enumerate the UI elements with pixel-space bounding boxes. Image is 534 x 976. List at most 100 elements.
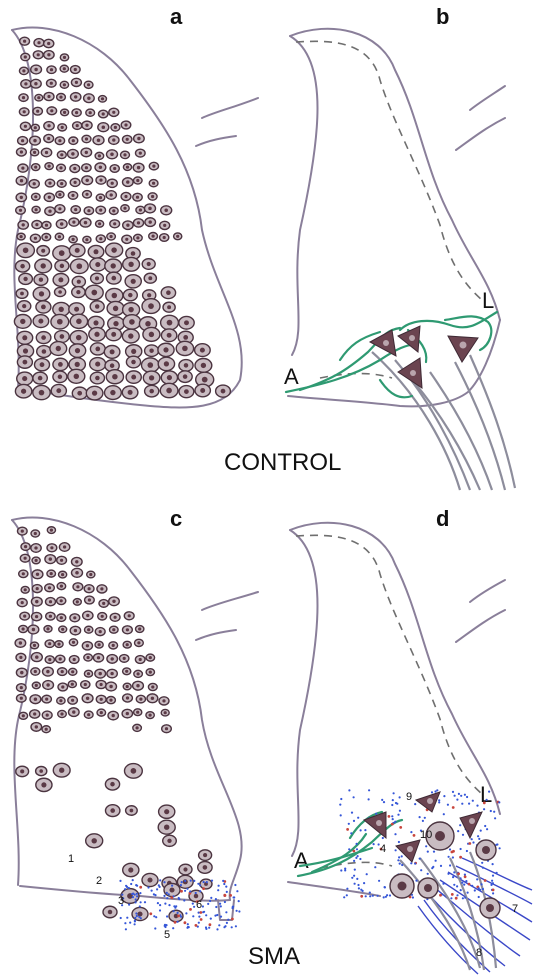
- synaptic-dot-blue: [139, 892, 141, 894]
- synaptic-dot-blue: [353, 796, 355, 798]
- panel-b-label-a: A: [284, 364, 299, 389]
- cells-a-cell-nucleus: [37, 41, 40, 44]
- cells-a-cell-nucleus: [99, 237, 102, 240]
- cells-a-cell-nucleus: [128, 333, 133, 338]
- cells-a-cell-nucleus: [131, 251, 136, 256]
- cells-a-cell-nucleus: [58, 139, 61, 142]
- cells-c-cell-nucleus: [34, 697, 37, 700]
- panel-d-label-9: 9: [406, 791, 412, 803]
- synaptic-dot-blue: [238, 900, 240, 902]
- cells-a-cell-nucleus: [94, 332, 99, 337]
- cells-c-cell-nucleus: [126, 628, 129, 631]
- synaptic-dot-blue: [412, 896, 414, 898]
- synaptic-dot-blue: [340, 798, 342, 800]
- cells-a-cell-nucleus: [48, 182, 51, 185]
- panel-b-neuron-3: [448, 336, 478, 362]
- cells-a-cell-nucleus: [22, 376, 27, 381]
- cells-a-cell-nucleus: [128, 390, 133, 395]
- cells-a-cell-nucleus: [126, 166, 129, 169]
- cells-a-cell-nucleus: [110, 363, 115, 368]
- cells-a-cell-nucleus: [76, 263, 82, 269]
- synaptic-dot-blue: [478, 838, 480, 840]
- synaptic-dot-blue: [144, 901, 146, 903]
- cells-c-cell-nucleus: [87, 672, 90, 675]
- synaptic-dot-blue: [364, 829, 366, 831]
- cells-a-cell-nucleus: [85, 238, 88, 241]
- synaptic-dot-blue: [180, 916, 182, 918]
- synaptic-dot-blue: [129, 922, 131, 924]
- cells-a-cell-nucleus: [23, 247, 29, 253]
- cells-a-cell-nucleus: [58, 277, 63, 282]
- synaptic-dot-red: [229, 894, 232, 897]
- cells-a-cell-nucleus: [145, 321, 151, 327]
- synaptic-dot-red: [223, 894, 226, 897]
- synaptic-dot-blue: [220, 905, 222, 907]
- cells-c-cell-nucleus: [21, 601, 24, 604]
- cells-c-cell-nucleus: [46, 714, 49, 717]
- synaptic-dot-blue: [136, 885, 138, 887]
- cells-a-cell-nucleus: [22, 335, 27, 340]
- synaptic-dot-blue: [189, 890, 191, 892]
- synaptic-dot-red: [177, 915, 180, 918]
- cells-c-cell-nucleus: [137, 641, 140, 644]
- cells-a-cell-nucleus: [42, 349, 47, 354]
- cells-c-cell-nucleus: [22, 714, 25, 717]
- cells-a-cell-nucleus: [200, 388, 205, 393]
- synaptic-dot-blue: [120, 917, 122, 919]
- synaptic-dot-blue: [353, 820, 355, 822]
- synaptic-dot-blue: [232, 907, 234, 909]
- synaptic-dot-blue: [197, 883, 199, 885]
- cells-a-cell-nucleus: [34, 195, 37, 198]
- panel-d-left-edge: [290, 530, 318, 856]
- cells-a-cell-nucleus: [147, 362, 153, 368]
- synaptic-dot-blue: [414, 863, 416, 865]
- cells-a-cell-nucleus: [48, 196, 51, 199]
- cells-a-cell-nucleus: [37, 53, 40, 56]
- synaptic-dot-red: [200, 918, 203, 921]
- cells-a-cell-nucleus: [201, 363, 206, 368]
- synaptic-dot-blue: [456, 799, 458, 801]
- synaptic-dot-red: [149, 912, 152, 915]
- panel-a-right-stub: [202, 98, 258, 118]
- synaptic-dot-blue: [481, 883, 483, 885]
- cells-c-cell-nucleus: [203, 865, 208, 870]
- synaptic-dot-blue: [215, 906, 217, 908]
- cells-a-cell-nucleus: [57, 319, 63, 325]
- cells-c-cell-nucleus: [128, 614, 131, 617]
- cells-c-cell-nucleus: [71, 683, 74, 686]
- cells-a-cell-nucleus: [20, 319, 25, 324]
- cells-c-cell-nucleus: [73, 616, 76, 619]
- cells-c-cell-nucleus: [125, 670, 128, 673]
- synaptic-dot-red: [189, 908, 192, 911]
- synaptic-dot-blue: [205, 914, 207, 916]
- panel-d-neuron-4: [364, 812, 386, 838]
- synaptic-dot-blue: [164, 926, 166, 928]
- synaptic-dot-red: [139, 886, 142, 889]
- cells-a-cell-nucleus: [33, 151, 36, 154]
- cells-c-cell-nucleus: [34, 532, 37, 535]
- synaptic-dot-blue: [134, 923, 136, 925]
- panel-b-dashed-boundary: [296, 41, 482, 300]
- panel-d-neuron-lower-1: [390, 874, 414, 898]
- cells-a-cell-nucleus: [45, 224, 48, 227]
- cells-c-cell-nucleus: [20, 769, 24, 773]
- cells-a-cell-nucleus: [39, 390, 45, 396]
- synaptic-dot-red: [457, 872, 460, 875]
- synaptic-dot-blue: [369, 892, 371, 894]
- cells-a-cell-nucleus: [147, 262, 151, 266]
- cells-a-cell-nucleus: [131, 279, 136, 284]
- synaptic-dot-blue: [199, 884, 201, 886]
- synaptic-dot-blue: [236, 890, 238, 892]
- cells-a-cell-nucleus: [75, 81, 78, 84]
- synaptic-dot-blue: [225, 886, 227, 888]
- cells-a-cell-nucleus: [41, 263, 46, 268]
- cells-a-cell-nucleus: [137, 221, 140, 224]
- cells-c-cell-nucleus: [46, 670, 49, 673]
- synaptic-dot-blue: [422, 820, 424, 822]
- cells-c-cell-nucleus: [151, 685, 154, 688]
- synaptic-dot-blue: [375, 813, 377, 815]
- cells-c-cell-nucleus: [49, 615, 52, 618]
- panel-a-right-stub-2: [196, 136, 236, 146]
- synaptic-dot-blue: [193, 906, 195, 908]
- synaptic-dot-blue: [384, 886, 386, 888]
